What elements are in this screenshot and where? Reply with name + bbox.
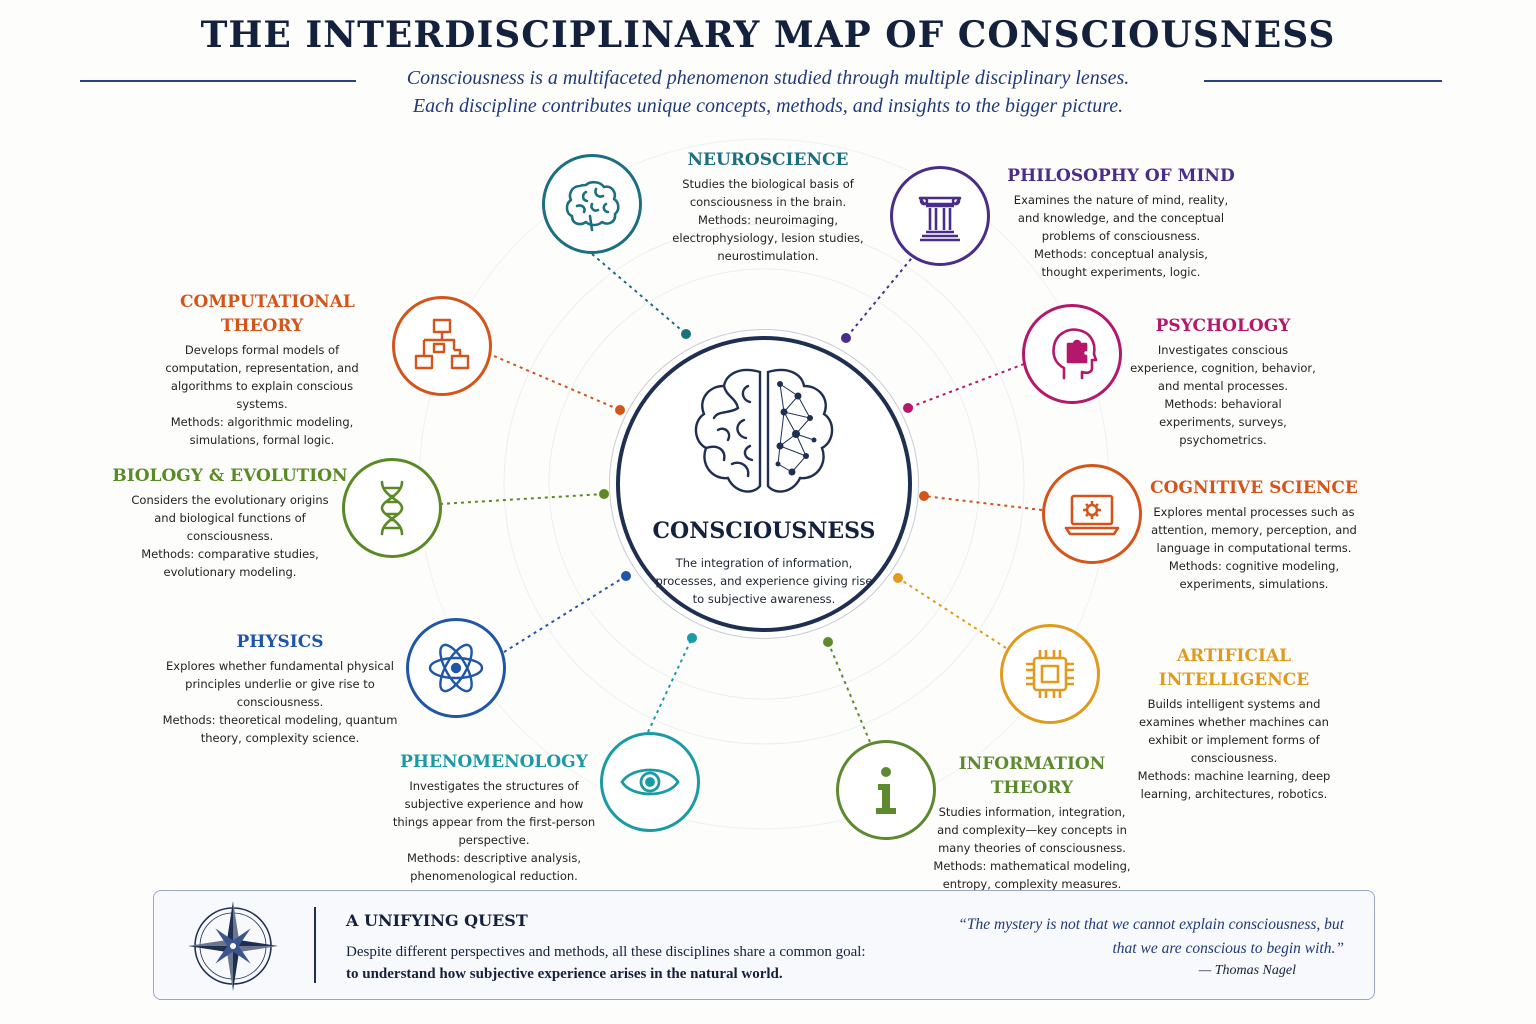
- physics-icon-circle: [406, 618, 506, 718]
- physics-description: Explores whether fundamental physical pr…: [166, 659, 394, 709]
- physics-connector-dot: [621, 571, 631, 581]
- phenomenology-icon-circle: [600, 732, 700, 832]
- philosophy-text: PHILOSOPHY OF MIND Examines the nature o…: [1006, 164, 1236, 281]
- phenomenology-methods: Methods: descriptive analysis, phenomeno…: [406, 851, 582, 883]
- psychology-connector-dot: [903, 403, 913, 413]
- information-text: INFORMATION THEORY Studies information, …: [930, 752, 1134, 893]
- footer-text-regular: Despite different perspectives and metho…: [346, 944, 866, 960]
- center-title: CONSCIOUSNESS: [652, 518, 876, 544]
- ai-text: ARTIFICIAL INTELLIGENCE Builds intellige…: [1116, 644, 1352, 803]
- footer-panel: A UNIFYING QUEST Despite different persp…: [153, 890, 1375, 1000]
- footer-text-bold: to understand how subjective experience …: [346, 966, 783, 982]
- neuroscience-text: NEUROSCIENCE Studies the biological basi…: [650, 148, 886, 265]
- center-circle: [616, 336, 912, 632]
- ai-connector: [897, 577, 1007, 649]
- neuroscience-connector-dot: [681, 329, 691, 339]
- footer-divider: [314, 907, 316, 983]
- ai-title: ARTIFICIAL INTELLIGENCE: [1158, 646, 1310, 690]
- column-icon: [918, 196, 962, 242]
- nagel-quote: “The mystery is not that we cannot expla…: [958, 916, 1344, 957]
- computational-description: Develops formal models of computation, r…: [165, 343, 359, 411]
- computational-connector-dot: [615, 405, 625, 415]
- information-title: INFORMATION THEORY: [958, 754, 1106, 798]
- cognitive-description: Explores mental processes such as attent…: [1151, 505, 1357, 555]
- subtitle-line-2: Each discipline contributes unique conce…: [412, 95, 1124, 117]
- biology-text: BIOLOGY & EVOLUTION Considers the evolut…: [100, 464, 360, 581]
- computational-text: COMPUTATIONAL THEORY Develops formal mod…: [140, 290, 384, 449]
- psychology-connector: [907, 363, 1025, 409]
- compass-icon: [188, 901, 278, 991]
- physics-title: PHYSICS: [236, 632, 324, 652]
- biology-title: BIOLOGY & EVOLUTION: [112, 466, 348, 486]
- dna-icon: [380, 480, 404, 536]
- computational-icon-circle: [392, 296, 492, 396]
- neuroscience-connector: [591, 253, 687, 335]
- psychology-text: PSYCHOLOGY Investigates conscious experi…: [1130, 314, 1316, 449]
- subtitle-line-1: Consciousness is a multifaceted phenomen…: [406, 67, 1130, 89]
- biology-icon-circle: [342, 458, 442, 558]
- information-connector-dot: [823, 637, 833, 647]
- phenomenology-connector-dot: [687, 633, 697, 643]
- neuroscience-methods: Methods: neuroimaging, electrophysiology…: [672, 213, 864, 263]
- information-methods: Methods: mathematical modeling, entropy,…: [933, 859, 1131, 891]
- philosophy-connector-dot: [841, 333, 851, 343]
- phenomenology-connector: [647, 637, 693, 733]
- physics-text: PHYSICS Explores whether fundamental phy…: [150, 630, 410, 747]
- ai-description: Builds intelligent systems and examines …: [1139, 697, 1329, 765]
- center-description: The integration of information, processe…: [655, 556, 873, 606]
- biology-description: Considers the evolutionary origins and b…: [131, 493, 329, 543]
- psychology-title: PSYCHOLOGY: [1155, 316, 1291, 336]
- psychology-icon-circle: [1022, 304, 1122, 404]
- title-rule-right: [1204, 80, 1442, 82]
- philosophy-description: Examines the nature of mind, reality, an…: [1013, 193, 1229, 243]
- footer-text: Despite different perspectives and metho…: [346, 941, 906, 985]
- page-title: THE INTERDISCIPLINARY MAP OF CONSCIOUSNE…: [200, 14, 1336, 56]
- laptop-gear-icon: [1064, 494, 1120, 536]
- information-connector: [827, 641, 871, 743]
- title-rule-left: [80, 80, 356, 82]
- physics-methods: Methods: theoretical modeling, quantum t…: [162, 713, 398, 745]
- quote-author: — Thomas Nagel: [1198, 963, 1296, 978]
- phenomenology-text: PHENOMENOLOGY Investigates the structure…: [392, 750, 596, 885]
- computational-connector: [493, 355, 621, 411]
- cognitive-methods: Methods: cognitive modeling, experiments…: [1168, 559, 1340, 591]
- cognitive-title: COGNITIVE SCIENCE: [1150, 478, 1358, 498]
- computational-methods: Methods: algorithmic modeling, simulatio…: [170, 415, 354, 447]
- ai-connector-dot: [893, 573, 903, 583]
- footer-heading: A UNIFYING QUEST: [346, 911, 528, 930]
- cognitive-text: COGNITIVE SCIENCE Explores mental proces…: [1148, 476, 1360, 593]
- psychology-methods: Methods: behavioral experiments, surveys…: [1159, 397, 1287, 447]
- philosophy-title: PHILOSOPHY OF MIND: [1007, 166, 1235, 186]
- chip-icon: [1026, 650, 1074, 698]
- eye-icon: [620, 768, 680, 796]
- flowchart-icon: [414, 318, 470, 370]
- biology-methods: Methods: comparative studies, evolutiona…: [141, 547, 319, 579]
- ai-icon-circle: [1000, 624, 1100, 724]
- philosophy-methods: Methods: conceptual analysis, thought ex…: [1034, 247, 1208, 279]
- center-brain-network-icon: [694, 368, 834, 493]
- psychology-description: Investigates conscious experience, cogni…: [1130, 343, 1316, 393]
- head-puzzle-icon: [1052, 328, 1098, 380]
- cognitive-icon-circle: [1042, 464, 1142, 564]
- phenomenology-description: Investigates the structures of subjectiv…: [392, 779, 596, 847]
- philosophy-icon-circle: [890, 166, 990, 266]
- info-icon: [876, 767, 896, 814]
- subtitle: Consciousness is a multifaceted phenomen…: [300, 64, 1236, 120]
- information-description: Studies information, integration, and co…: [937, 805, 1127, 855]
- physics-connector: [503, 575, 627, 653]
- ai-methods: Methods: machine learning, deep learning…: [1137, 769, 1331, 801]
- phenomenology-title: PHENOMENOLOGY: [400, 752, 588, 772]
- brain-icon: [565, 180, 620, 232]
- neuroscience-description: Studies the biological basis of consciou…: [682, 177, 854, 209]
- neuroscience-title: NEUROSCIENCE: [687, 150, 849, 170]
- biology-connector-dot: [599, 489, 609, 499]
- biology-connector: [439, 493, 605, 505]
- information-icon-circle: [836, 740, 936, 840]
- computational-title: COMPUTATIONAL THEORY: [180, 292, 355, 336]
- philosophy-connector: [845, 247, 921, 339]
- cognitive-connector-dot: [919, 491, 929, 501]
- neuroscience-icon-circle: [542, 154, 642, 254]
- cognitive-connector: [923, 495, 1043, 511]
- atom-icon: [428, 643, 484, 693]
